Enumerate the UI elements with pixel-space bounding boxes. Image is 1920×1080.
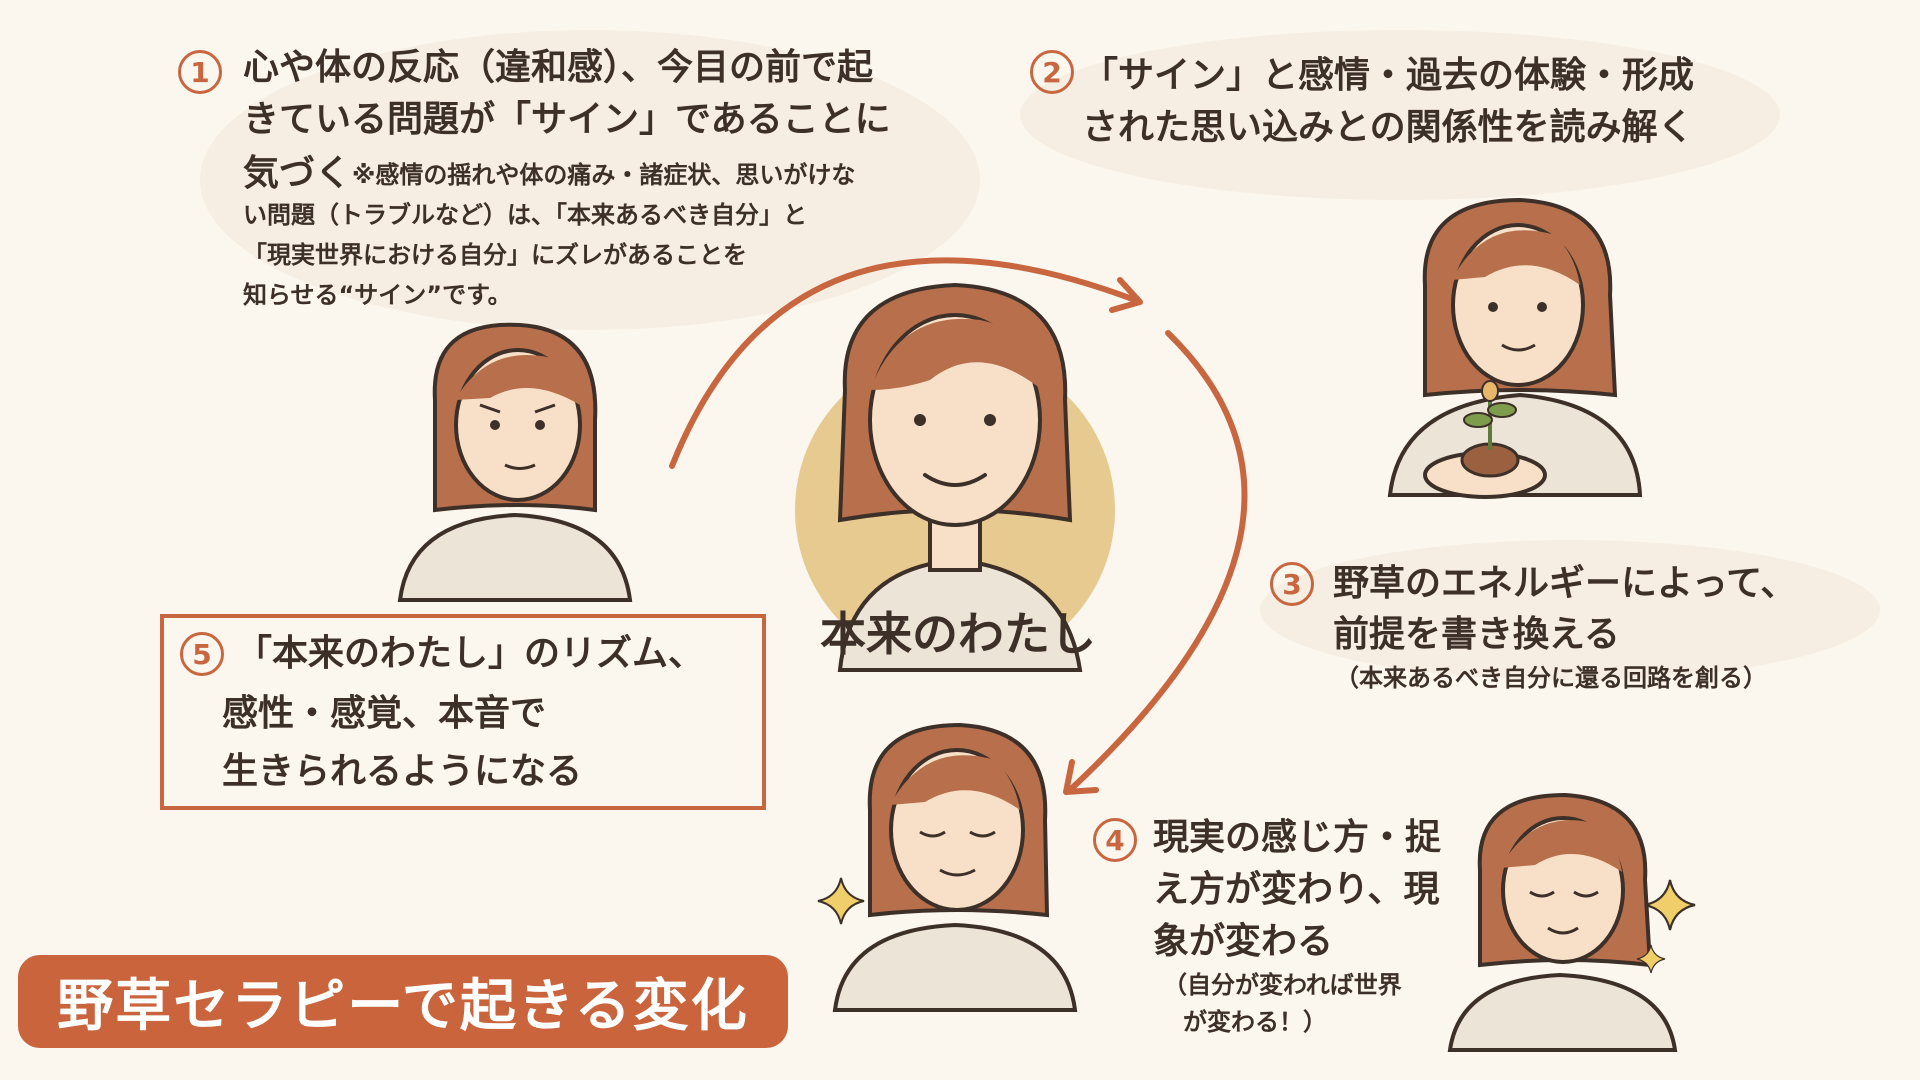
step1-line2: きている問題が「サイン」であることに [243, 99, 891, 140]
background-blob [1260, 540, 1880, 680]
step1-number-badge: 1 [178, 50, 222, 94]
step4-line2: え方が変わり、現 [1153, 869, 1440, 910]
step1-note-line3: 「現実世界における自分」にズレがあることを [243, 241, 747, 269]
sparkle-icon [1644, 879, 1696, 931]
step4-note-line2: が変わる！） [1183, 1008, 1327, 1036]
page-title: 野草セラピーで起きる変化 [57, 974, 749, 1039]
step5-line1: 「本来のわたし」のリズム、 [236, 633, 705, 674]
background-blob [1020, 30, 1780, 200]
step5-line3: 生きられるようになる [222, 751, 583, 792]
step2-number-badge: 2 [1030, 50, 1074, 94]
step1-note-line2: い問題（トラブルなど）は、「本来あるべき自分」と [243, 201, 807, 229]
step4-line1: 現実の感じ方・捉 [1153, 817, 1442, 858]
step5-box [160, 614, 766, 810]
step3-number-badge: 3 [1270, 562, 1314, 606]
step4-woman-illustration [832, 722, 1078, 1012]
step3-line1: 野草のエネルギーによって、 [1333, 563, 1797, 604]
step2-line1: 「サイン」と感情・過去の体験・形成 [1082, 55, 1695, 96]
center-woman-illustration [795, 282, 1115, 672]
step1-woman-illustration [397, 322, 633, 602]
step4-line3: 象が変わる [1153, 921, 1334, 962]
step4-number-badge: 4 [1093, 818, 1137, 862]
step1-note-line4: 知らせる“サイン”です。 [243, 281, 512, 309]
step5-number-badge: 5 [180, 632, 224, 676]
center-label: 本来のわたし [820, 607, 1096, 661]
sparkle-icon [1636, 944, 1666, 974]
step2-woman-with-sprout-illustration [1387, 197, 1643, 499]
step4-woman-right-illustration [1447, 792, 1678, 1052]
step1-line3: 気づく [243, 153, 352, 194]
title-banner: 野草セラピーで起きる変化 [18, 955, 788, 1048]
step3-note: （本来あるべき自分に還る回路を創る） [1335, 664, 1767, 692]
step5-line2: 感性・感覚、本音で [222, 693, 547, 734]
step4-note-line1: （自分が変われば世界 [1163, 971, 1402, 999]
background-blob [200, 30, 980, 330]
step2-line2: された思い込みとの関係性を読み解く [1082, 107, 1694, 148]
step3-line2: 前提を書き換える [1333, 614, 1620, 655]
step1-line1: 心や体の反応（違和感）、今目の前で起 [243, 47, 874, 88]
step1-note-line1: ※感情の揺れや体の痛み・諸症状、思いがけな [352, 161, 856, 189]
sparkle-icon [817, 877, 865, 925]
